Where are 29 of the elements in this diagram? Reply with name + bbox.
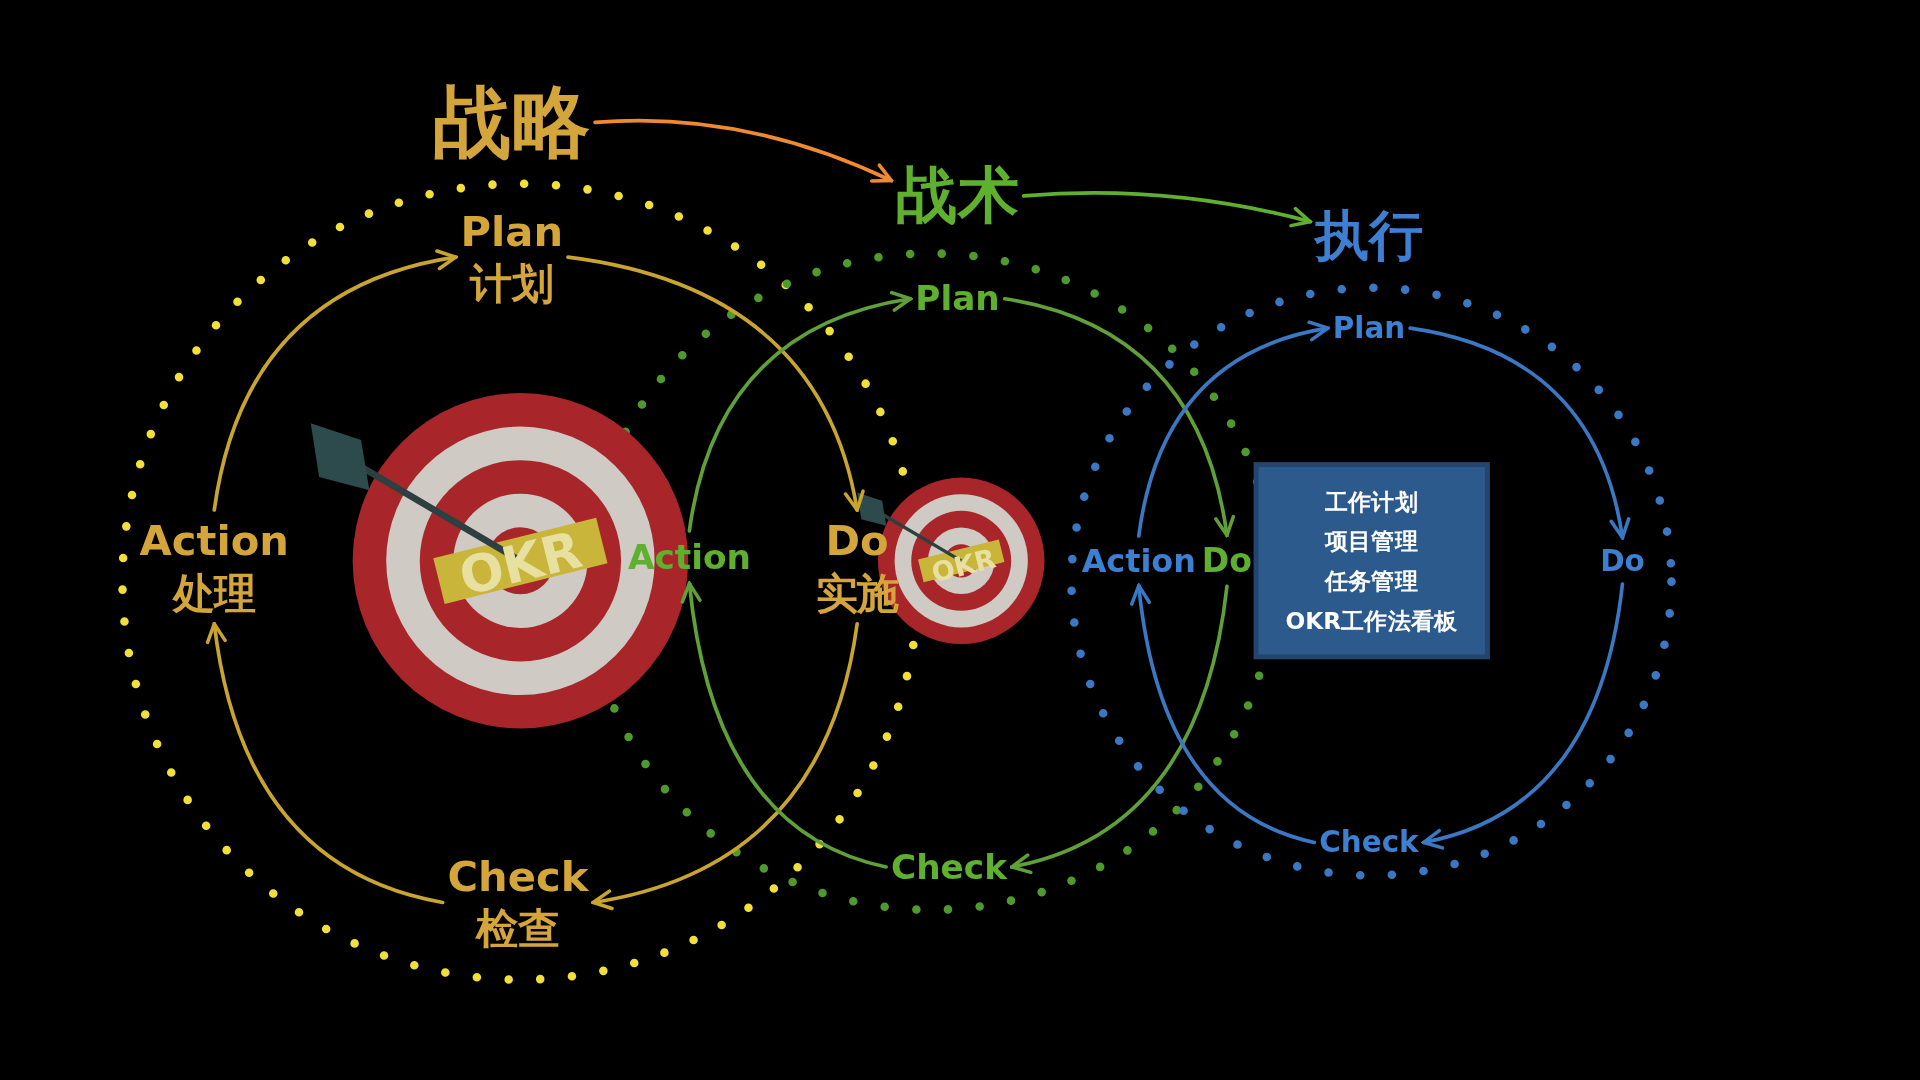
stage-title: 执行 (1315, 201, 1423, 269)
cycle-step: Action (1081, 540, 1196, 581)
cycle-step: Do (1600, 542, 1645, 580)
cycle-step: Plan (1332, 309, 1406, 347)
cycle-step: Do (1201, 540, 1252, 582)
arrow (1136, 321, 1330, 538)
cycle-step: Action 处理 (139, 514, 289, 619)
arrow (591, 622, 859, 910)
cycle-step: Check (891, 845, 1007, 889)
arrow (687, 291, 913, 533)
target-label: OKR (928, 543, 999, 589)
stage-title: 战略 (433, 73, 591, 172)
arrow (1421, 582, 1625, 849)
arrow (212, 250, 458, 512)
arrow (1010, 584, 1229, 874)
arrow (593, 118, 894, 184)
stage-title: 战术 (896, 157, 1019, 235)
cycle-step: Plan 计划 (460, 205, 564, 310)
arrow (1408, 326, 1630, 540)
cycle-step: Check 检查 (447, 850, 589, 955)
cycle-step: Check (1319, 824, 1419, 861)
arrow (566, 255, 864, 512)
cycle-step: Plan (915, 277, 1000, 321)
arrow (1130, 583, 1317, 845)
target-label: OKR (453, 519, 588, 608)
arrow (1021, 191, 1313, 228)
arrow (681, 581, 888, 869)
arrow (1002, 296, 1235, 538)
arrow (206, 622, 445, 905)
